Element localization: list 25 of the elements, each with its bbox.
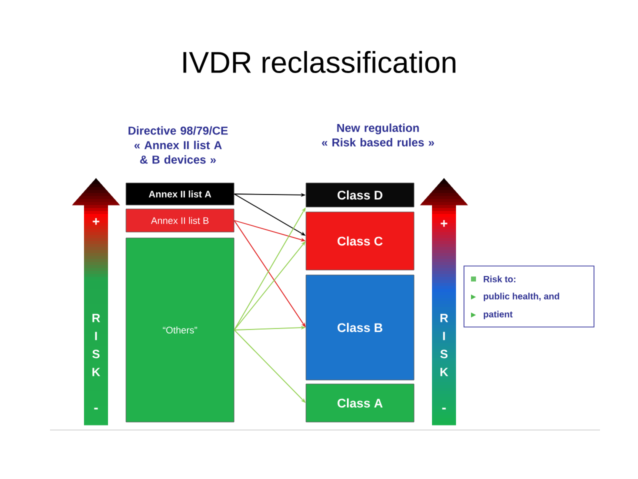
arrow-label: R	[440, 314, 448, 322]
arrow-label: S	[92, 350, 100, 358]
list-box: “Others”	[126, 238, 234, 422]
arrow-label: S	[440, 350, 448, 358]
arrow-label: I	[443, 332, 445, 340]
note-text: public health, and	[484, 292, 560, 302]
heading: Directive 98/79/CE « Annex II list A & B devices »	[128, 126, 228, 164]
title: IVDR reclassification	[183, 50, 456, 74]
arrow-label: -	[94, 408, 98, 410]
arrow-label: +	[440, 220, 448, 227]
arrow-label: K	[440, 368, 448, 376]
list-box: Annex II list B	[126, 208, 234, 232]
list-box: Annex II list A	[126, 182, 234, 206]
class-box: Class C	[306, 212, 414, 270]
arrow-label: -	[442, 408, 446, 410]
class-box: Class B	[306, 274, 414, 380]
note-text: patient	[484, 310, 513, 320]
class-box: Class D	[306, 182, 414, 208]
note-text: Risk to:	[484, 276, 516, 282]
arrow-label: +	[92, 218, 100, 225]
class-box: Class A	[306, 384, 414, 422]
heading: New regulation « Risk based rules »	[322, 124, 434, 146]
arrow-label: R	[92, 314, 100, 322]
arrow-label: I	[95, 332, 97, 340]
arrow-label: K	[92, 368, 100, 376]
